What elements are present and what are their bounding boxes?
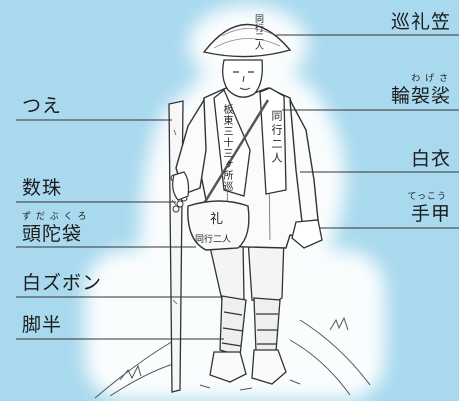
stole-right-text: 同行二人 xyxy=(270,110,283,166)
hat-text-4: 人 xyxy=(253,41,263,50)
hat-text-3: 二 xyxy=(253,32,263,41)
head-bag xyxy=(187,99,270,251)
hand-guard xyxy=(291,219,323,249)
left-hand xyxy=(172,171,190,201)
bag-text: 同行二人 xyxy=(195,235,232,245)
bag-mark: 礼 xyxy=(210,212,224,227)
sash-stole xyxy=(213,87,287,197)
hat-text-1: 同 xyxy=(253,14,263,23)
ruby-wagesa: わ げ さ xyxy=(411,74,449,84)
head xyxy=(222,59,263,98)
stole-left-text: 板東三十三ヶ所巡 xyxy=(221,104,232,192)
label-leggings: 脚半 xyxy=(22,314,63,336)
label-white-trousers: 白ズボン xyxy=(22,272,103,294)
label-white-robe: 白衣 xyxy=(410,148,451,170)
ruby-tekkou: てっこう xyxy=(407,192,447,202)
feet xyxy=(209,349,287,385)
hat-text-2: 行 xyxy=(253,23,263,32)
label-sash-stole: 輪袈裟 xyxy=(390,85,451,107)
label-head-bag: 頭陀袋 xyxy=(22,223,83,245)
pilgrim-hat xyxy=(202,23,292,58)
label-pilgrim-hat: 巡礼笠 xyxy=(390,11,451,33)
label-walking-staff: つえ xyxy=(22,95,63,117)
label-prayer-beads: 数珠 xyxy=(22,177,63,199)
ruby-zudabukuro: ず だ ぶ く ろ xyxy=(22,212,88,222)
label-hand-guard: 手甲 xyxy=(410,203,451,225)
leggings xyxy=(219,295,281,357)
hat-inscription: 同行二人 xyxy=(232,14,263,54)
leader-lines xyxy=(16,34,459,340)
